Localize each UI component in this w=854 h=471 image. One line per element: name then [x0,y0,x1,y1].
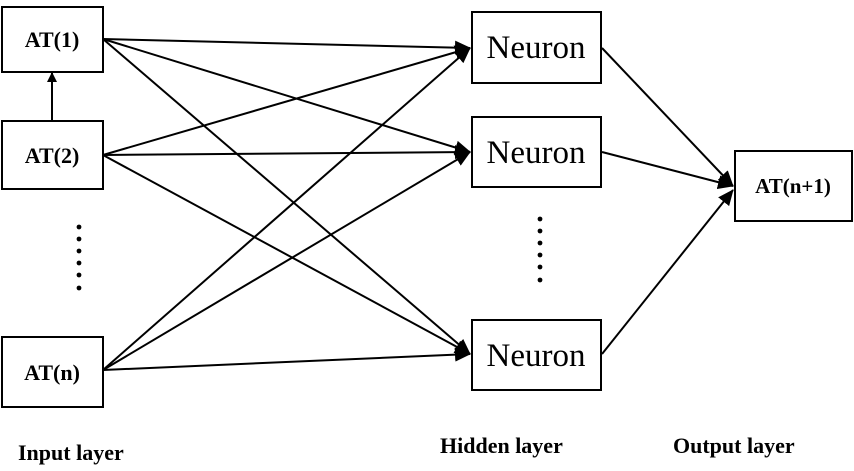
input-node-n-label: AT(n) [24,360,80,385]
edge-at2-neuron2 [102,145,471,160]
hidden-ellipsis [537,216,543,283]
hidden-neuron-1-label: Neuron [487,30,586,66]
edge-at1-neuron3 [102,38,471,355]
input-layer-caption: Input layer [18,440,124,465]
edge-at2-neuron1 [102,45,471,156]
hidden-layer-caption: Hidden layer [440,433,563,458]
edge-atn-neuron2 [102,151,471,371]
input-node-1 [1,6,104,73]
input-layer: AT(1) AT(2) AT(n) [1,6,104,408]
hidden-neuron-3 [471,319,602,391]
hidden-neuron-1 [471,11,602,84]
input-ellipsis [76,224,82,291]
edge-atn-neuron1 [102,47,471,371]
edge-atn-neuron3 [102,347,471,371]
hidden-neuron-3-label: Neuron [487,338,586,374]
edge-neuron3-output [601,189,734,355]
output-node [734,150,853,222]
edge-at1-neuron2 [102,38,471,155]
output-layer-caption: Output layer [673,433,795,458]
connections [47,38,734,371]
input-node-1-label: AT(1) [25,27,80,52]
input-node-2 [1,120,104,190]
hidden-neuron-2 [471,116,602,188]
output-layer: AT(n+1) [734,150,853,222]
edge-neuron1-output [601,47,734,187]
input-node-2-label: AT(2) [25,143,80,168]
hidden-layer: Neuron Neuron Neuron [471,11,602,391]
hidden-neuron-2-label: Neuron [487,135,586,171]
input-node-n [1,336,104,408]
edge-neuron2-output [601,151,734,190]
edge-at2-neuron3 [102,154,471,355]
edge-at1-neuron1 [102,38,471,55]
output-node-label: AT(n+1) [755,174,831,198]
